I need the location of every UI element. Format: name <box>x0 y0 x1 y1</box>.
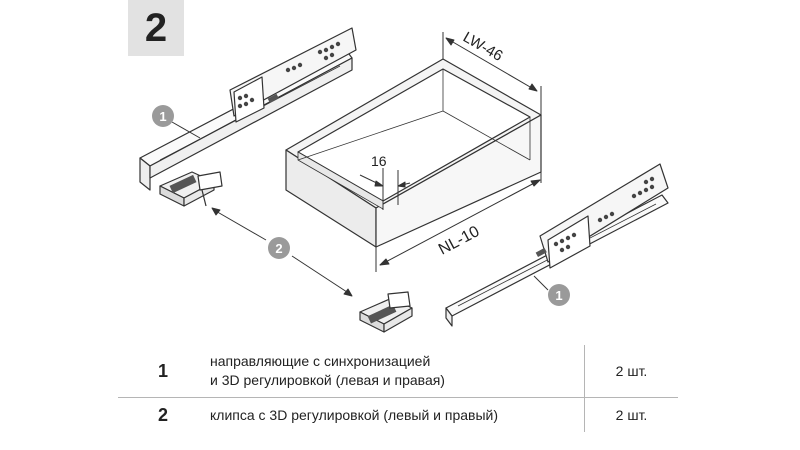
dimension-nl-line <box>375 172 542 272</box>
part-description-line1: клипса с 3D регулировкой (левый и правый… <box>210 406 499 423</box>
dimension-16-line <box>359 168 411 210</box>
part-quantity: 2 шт. <box>615 407 648 423</box>
callout-2-label: 2 <box>275 241 282 256</box>
callout-1-left-label: 1 <box>159 109 166 124</box>
dimension-lw-line <box>442 32 542 115</box>
drawer-box <box>285 58 542 248</box>
callout-1-right-label: 1 <box>555 288 562 303</box>
part-number: 2 <box>157 404 168 425</box>
dimension-16-label: 16 <box>371 153 387 169</box>
dimension-nl-label: NL-10 <box>436 223 483 259</box>
part-description: клипса с 3D регулировкой (левый и правый… <box>208 397 585 432</box>
assembly-diagram: 1 1 2 LW-46 16 NL-10 <box>139 27 669 333</box>
parts-table: 1 направляющие с синхронизацией и 3D рег… <box>118 345 678 432</box>
clip-left <box>159 171 223 207</box>
clip-right <box>359 291 413 333</box>
step-number-badge: 2 <box>128 0 184 56</box>
left-runner <box>139 27 357 191</box>
callout-circle-2 <box>268 237 290 259</box>
callout-circle-1-left <box>152 105 174 127</box>
callout-arrows <box>171 121 549 297</box>
part-number: 1 <box>118 345 208 398</box>
part-description: направляющие с синхронизацией и 3D регул… <box>208 345 585 398</box>
callout-circle-1-right <box>548 284 570 306</box>
part-description-line2: и 3D регулировкой (левая и правая) <box>210 372 445 388</box>
right-runner <box>445 163 669 327</box>
part-description-line1: направляющие с синхронизацией <box>210 353 431 369</box>
table-row: 2 клипса с 3D регулировкой (левый и прав… <box>118 397 678 432</box>
table-row: 1 направляющие с синхронизацией и 3D рег… <box>118 345 678 398</box>
part-quantity: 2 шт. <box>584 345 678 398</box>
